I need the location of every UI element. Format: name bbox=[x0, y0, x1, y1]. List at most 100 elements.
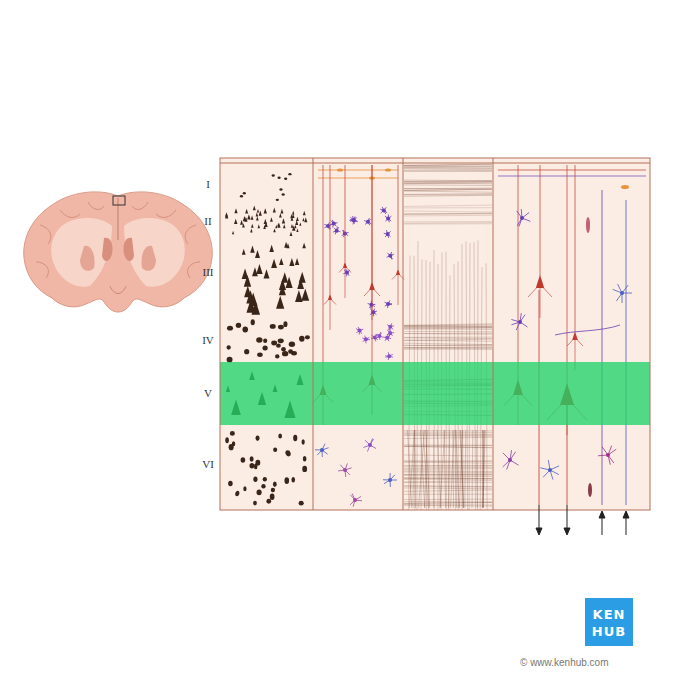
apical-dendrite bbox=[323, 165, 324, 385]
dendrite bbox=[567, 340, 573, 346]
tangential-fibre bbox=[404, 213, 492, 214]
granule-cell bbox=[240, 220, 243, 225]
pyramidal-cell bbox=[255, 250, 260, 258]
granule-cell bbox=[250, 229, 252, 233]
tangential-fibre bbox=[404, 470, 492, 472]
tangential-fibre bbox=[404, 478, 492, 479]
dendrite bbox=[332, 300, 336, 305]
granule-cell bbox=[296, 228, 298, 232]
tangential-fibre bbox=[404, 348, 492, 350]
granule-cell bbox=[288, 349, 293, 353]
fusiform-cell bbox=[261, 484, 265, 488]
tangential-fibre bbox=[404, 222, 492, 224]
radial-fibre bbox=[465, 430, 466, 508]
afferent-fibre bbox=[626, 200, 627, 505]
panel-ground bbox=[220, 158, 650, 510]
granule-cell bbox=[273, 208, 276, 213]
granule-cell bbox=[251, 215, 254, 219]
pyramidal-cell bbox=[302, 243, 306, 249]
tangential-fibre bbox=[404, 482, 492, 483]
dendrite bbox=[528, 288, 536, 297]
tangential-fibre bbox=[404, 328, 492, 329]
axon bbox=[540, 288, 541, 318]
pyramidal-cell bbox=[536, 275, 544, 288]
layer-numeral: III bbox=[203, 266, 214, 278]
double-bouquet-cell bbox=[586, 217, 590, 233]
granule-cell bbox=[234, 208, 237, 213]
tangential-fibre bbox=[404, 490, 492, 491]
granule-cell bbox=[270, 217, 273, 221]
granule-cell bbox=[227, 357, 233, 363]
granule-cell bbox=[290, 231, 293, 235]
logo-square bbox=[585, 598, 633, 646]
pyramidal-cell bbox=[295, 290, 303, 302]
pyramidal-cell bbox=[244, 275, 251, 287]
horizontal-cell bbox=[385, 169, 391, 172]
fibre-arrows bbox=[536, 505, 629, 535]
nissl-cell bbox=[240, 195, 243, 197]
tangential-fibre bbox=[404, 170, 492, 172]
pyramidal-cell bbox=[256, 264, 262, 274]
layer-numeral: V bbox=[204, 387, 212, 399]
apical-dendrite bbox=[330, 165, 331, 294]
tangential-fibre bbox=[404, 191, 492, 192]
granule-cell bbox=[277, 223, 280, 227]
tangential-fibre bbox=[404, 347, 492, 349]
tangential-fibre bbox=[404, 462, 492, 463]
granule-cell bbox=[275, 354, 279, 358]
pyramidal-cell bbox=[271, 259, 277, 268]
fusiform-cell bbox=[293, 435, 297, 442]
stellate-cell bbox=[386, 302, 390, 306]
layer-numeral: IV bbox=[202, 334, 214, 346]
granule-cell bbox=[232, 231, 234, 234]
tangential-fibre bbox=[404, 481, 492, 482]
tangential-fibre bbox=[498, 176, 646, 177]
stellate-cell bbox=[345, 270, 349, 274]
tangential-fibre bbox=[404, 434, 492, 435]
tangential-fibre bbox=[404, 326, 492, 327]
radial-fibre bbox=[460, 430, 464, 508]
fusiform-cell bbox=[302, 439, 305, 444]
tangential-fibre bbox=[404, 213, 492, 214]
pyramidal-cell bbox=[299, 272, 306, 283]
radial-fibre bbox=[414, 430, 416, 508]
pyramidal-cell bbox=[242, 249, 246, 255]
tangential-fibre bbox=[404, 213, 492, 215]
tangential-fibre bbox=[404, 325, 492, 326]
radial-fibre bbox=[440, 430, 445, 508]
tangential-fibre bbox=[404, 349, 492, 350]
stellate-cell bbox=[335, 229, 339, 233]
pyramidal-cell bbox=[249, 292, 258, 306]
radial-fibre bbox=[451, 430, 455, 508]
granule-cell bbox=[227, 326, 233, 331]
fusiform-cell bbox=[278, 434, 282, 439]
fusiform-cell bbox=[250, 456, 254, 461]
fusiform-cell bbox=[225, 437, 229, 443]
fusiform-cell bbox=[270, 494, 275, 500]
horizontal-cell bbox=[337, 169, 343, 172]
granule-cell bbox=[264, 222, 267, 227]
stellate-cell bbox=[386, 232, 390, 236]
granule-cell bbox=[242, 327, 248, 333]
pyramidal-cell bbox=[295, 258, 299, 265]
fusiform-cell bbox=[303, 456, 307, 461]
stellate-cell bbox=[366, 220, 370, 224]
stellate-cell bbox=[382, 208, 386, 212]
tangential-fibre bbox=[498, 170, 646, 171]
tangential-fibre bbox=[404, 333, 492, 335]
granule-cell bbox=[275, 225, 277, 228]
tangential-fibre bbox=[404, 445, 492, 446]
radial-fibre bbox=[420, 430, 424, 508]
radial-fibre bbox=[449, 430, 450, 508]
granule-cell bbox=[290, 214, 293, 218]
tangential-fibre bbox=[404, 502, 492, 503]
brain-section bbox=[24, 192, 213, 312]
fusiform-cell bbox=[299, 501, 304, 506]
granule-cell bbox=[276, 344, 281, 348]
nissl-cell bbox=[276, 199, 279, 201]
afferent-fibre bbox=[602, 190, 603, 505]
stellate-cell bbox=[620, 291, 624, 295]
fusiform-cell bbox=[253, 501, 257, 506]
dendrite bbox=[577, 340, 583, 346]
granule-cell bbox=[262, 346, 267, 351]
